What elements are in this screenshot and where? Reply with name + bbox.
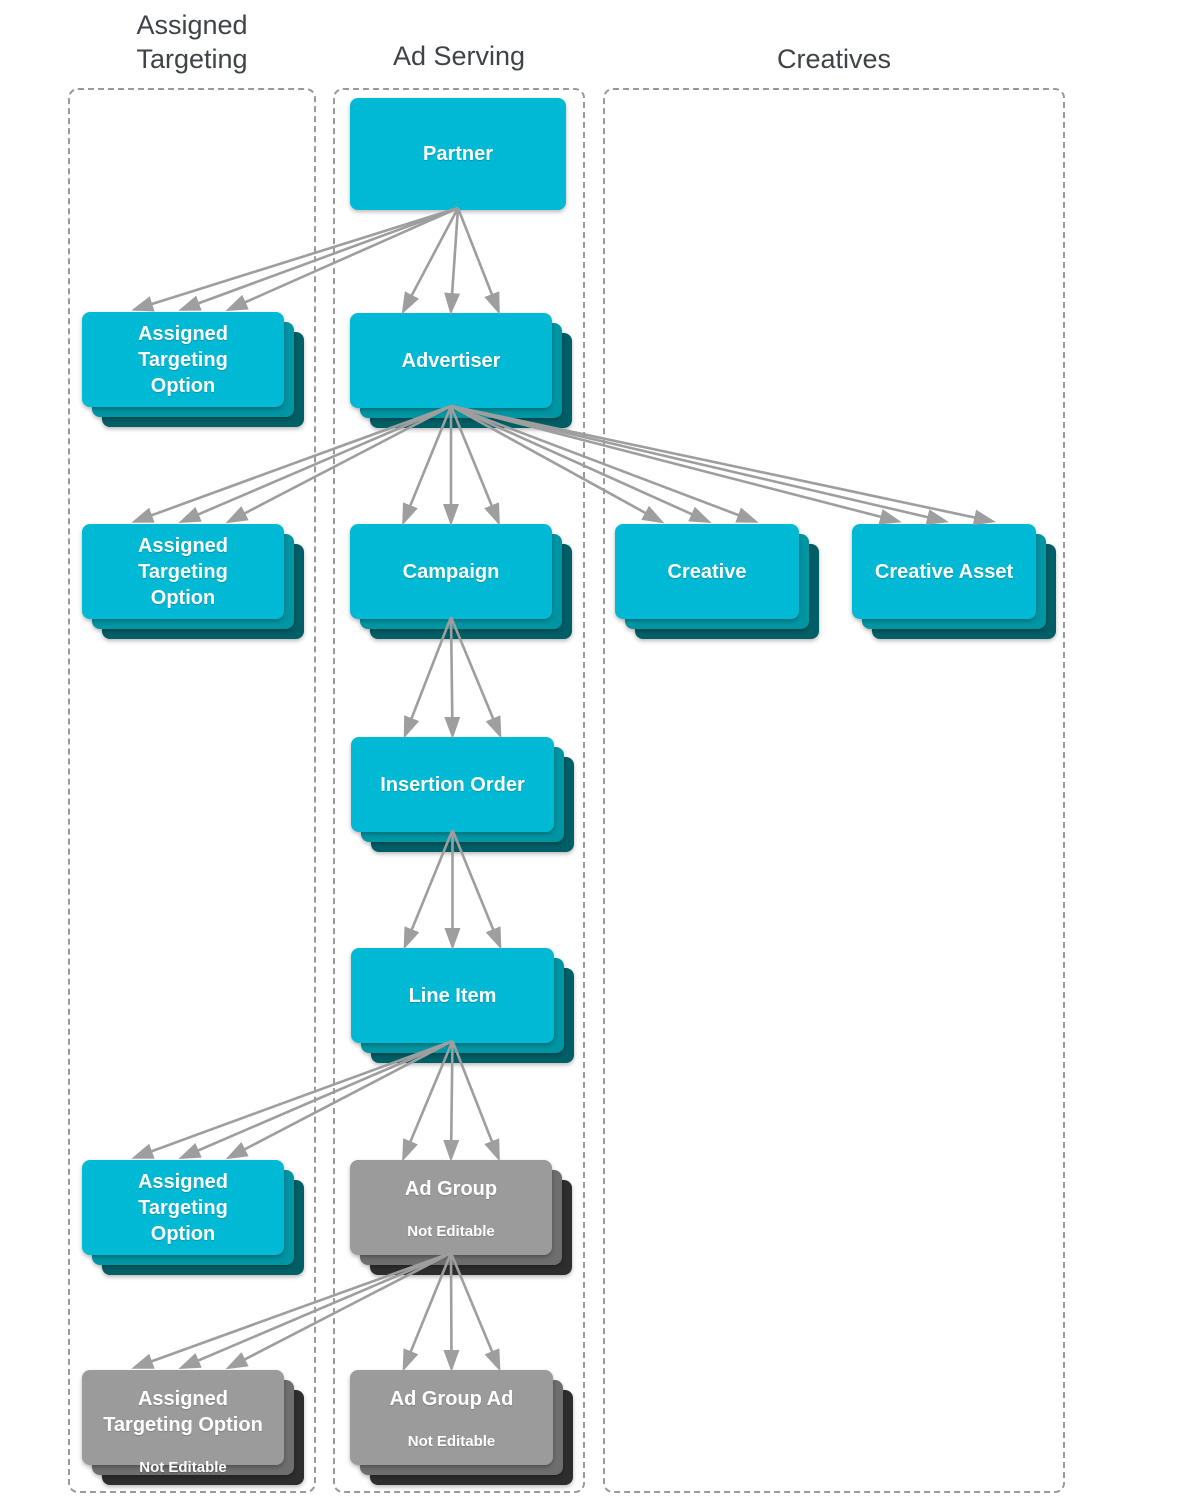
node-ato3-layer-main: Assigned Targeting Option [82,1160,284,1255]
node-label: Partner [422,143,494,165]
node-label: Assigned Targeting Option [137,1170,229,1245]
node-label: Ad Group Ad [389,1388,514,1410]
node-creative-layer-main: Creative [615,524,799,619]
node-ato2-layer-main: Assigned Targeting Option [82,524,284,619]
node-partner-layer-main: Partner [350,98,566,210]
node-ad_group_ad-layer-main has-sub: Ad Group Ad Not Editable [350,1370,553,1465]
node-label: Assigned Targeting Option [137,322,229,397]
node-creative: Creative [615,524,819,639]
node-label: Insertion Order [380,773,525,796]
node-label: Campaign [402,560,500,583]
node-ad_group_ad: Ad Group Ad Not Editable [350,1370,573,1485]
node-ato1-layer-main: Assigned Targeting Option [82,312,284,407]
node-sublabel: Not Editable [407,1223,495,1240]
node-label: Creative Asset [874,560,1014,583]
node-insertion_order: Insertion Order [351,737,574,852]
node-creative_asset: Creative Asset [852,524,1056,639]
node-advertiser-layer-main: Advertiser [350,313,552,408]
node-creative_asset-layer-main: Creative Asset [852,524,1036,619]
node-label: Creative [667,560,747,583]
node-partner: Partner [350,98,566,210]
node-advertiser: Advertiser [350,313,572,428]
node-ato4-layer-main has-sub: Assigned Targeting OptionNot Editable [82,1370,284,1476]
node-line_item-layer-main: Line Item [351,948,554,1043]
node-label: Ad Group [404,1178,498,1200]
column-header-assigned-targeting: Assigned Targeting [136,10,248,74]
node-ato2: Assigned Targeting Option [82,524,304,639]
node-insertion_order-layer-main: Insertion Order [351,737,554,832]
node-label: Line Item [408,984,497,1007]
node-campaign-layer-main: Campaign [350,524,552,619]
node-sublabel: Not Editable [139,1459,227,1476]
node-label: Assigned Targeting Option [137,534,229,609]
column-assigned-targeting [68,88,316,1493]
column-creatives [603,88,1065,1493]
node-label: Assigned Targeting Option [103,1388,263,1436]
node-ad_group-layer-main has-sub: Ad GroupNot Editable [350,1160,552,1255]
column-ad-serving [333,88,585,1493]
node-ato3: Assigned Targeting Option [82,1160,304,1275]
column-header-ad-serving: Ad Serving [392,41,526,71]
node-campaign: Campaign [350,524,572,639]
node-ato1: Assigned Targeting Option [82,312,304,427]
node-sublabel: Not Editable [407,1433,496,1450]
node-line_item: Line Item [351,948,574,1063]
column-header-creatives: Creatives [776,44,892,74]
node-label: Advertiser [401,349,501,372]
